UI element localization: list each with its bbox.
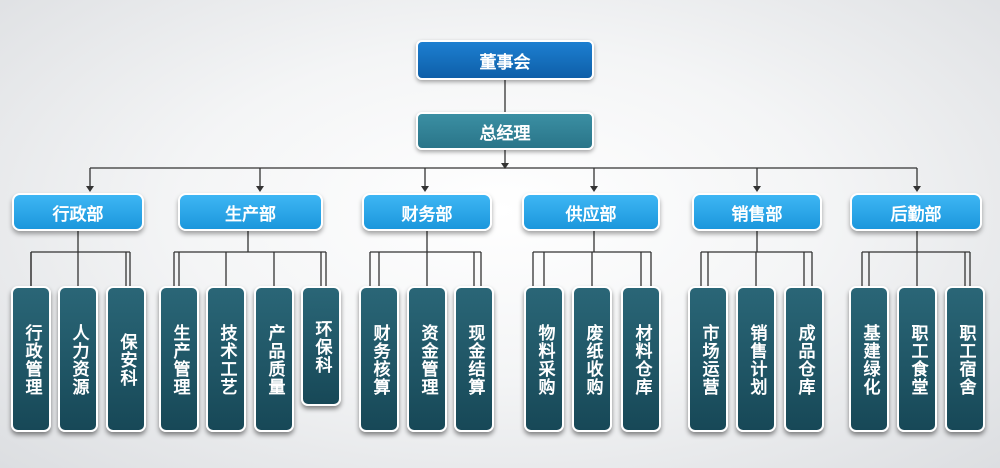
dept-admin: 行政部 [12, 193, 144, 231]
unit-label: 成品仓库 [794, 324, 815, 396]
unit-technology: 技术工艺 [206, 286, 246, 432]
dept-supply-label: 供应部 [565, 204, 617, 225]
unit-dormitory: 职工宿舍 [945, 286, 985, 432]
unit-label: 职工食堂 [907, 324, 928, 396]
unit-label: 产品质量 [264, 324, 285, 396]
unit-label: 废纸收购 [582, 324, 603, 396]
unit-environment: 环保科 [301, 286, 341, 406]
unit-admin-management: 行政管理 [11, 286, 51, 432]
unit-label: 技术工艺 [216, 324, 237, 396]
dept-production-label: 生产部 [225, 204, 276, 225]
unit-funds: 资金管理 [407, 286, 447, 432]
unit-label: 资金管理 [417, 324, 438, 396]
unit-wastepaper: 废纸收购 [572, 286, 612, 432]
unit-marketing: 市场运营 [688, 286, 728, 432]
dept-admin-label: 行政部 [52, 204, 104, 225]
unit-label: 市场运营 [698, 324, 719, 396]
dept-sales: 销售部 [692, 193, 822, 231]
unit-cash-settlement: 现金结算 [454, 286, 494, 432]
unit-label: 销售计划 [746, 324, 767, 396]
unit-label: 基建绿化 [859, 324, 880, 396]
unit-label: 材料仓库 [631, 324, 652, 396]
dept-finance-label: 财务部 [401, 204, 453, 225]
unit-product-warehouse: 成品仓库 [784, 286, 824, 432]
dept-production: 生产部 [178, 193, 323, 231]
general-manager-box: 总经理 [416, 112, 594, 150]
unit-label: 保安科 [116, 333, 137, 387]
general-manager-label: 总经理 [479, 123, 531, 144]
unit-label: 物料采购 [534, 324, 555, 396]
unit-canteen: 职工食堂 [897, 286, 937, 432]
unit-label: 人力资源 [68, 324, 89, 396]
unit-production-management: 生产管理 [159, 286, 199, 432]
unit-material-warehouse: 材料仓库 [621, 286, 661, 432]
dept-sales-label: 销售部 [731, 204, 783, 225]
dept-logistics: 后勤部 [850, 193, 982, 231]
unit-label: 现金结算 [464, 324, 485, 396]
dept-finance: 财务部 [362, 193, 492, 231]
unit-label: 职工宿舍 [955, 324, 976, 396]
unit-procurement: 物料采购 [524, 286, 564, 432]
dept-logistics-label: 后勤部 [890, 204, 942, 225]
unit-sales-plan: 销售计划 [736, 286, 776, 432]
unit-label: 财务核算 [369, 324, 390, 396]
unit-human-resources: 人力资源 [58, 286, 98, 432]
unit-accounting: 财务核算 [359, 286, 399, 432]
unit-quality: 产品质量 [254, 286, 294, 432]
unit-security: 保安科 [106, 286, 146, 432]
unit-label: 环保科 [311, 320, 332, 374]
chairman-box: 董事会 [416, 40, 594, 80]
chairman-label: 董事会 [479, 52, 531, 73]
unit-label: 行政管理 [21, 324, 42, 396]
unit-greening: 基建绿化 [849, 286, 889, 432]
dept-supply: 供应部 [522, 193, 660, 231]
unit-label: 生产管理 [169, 324, 190, 396]
